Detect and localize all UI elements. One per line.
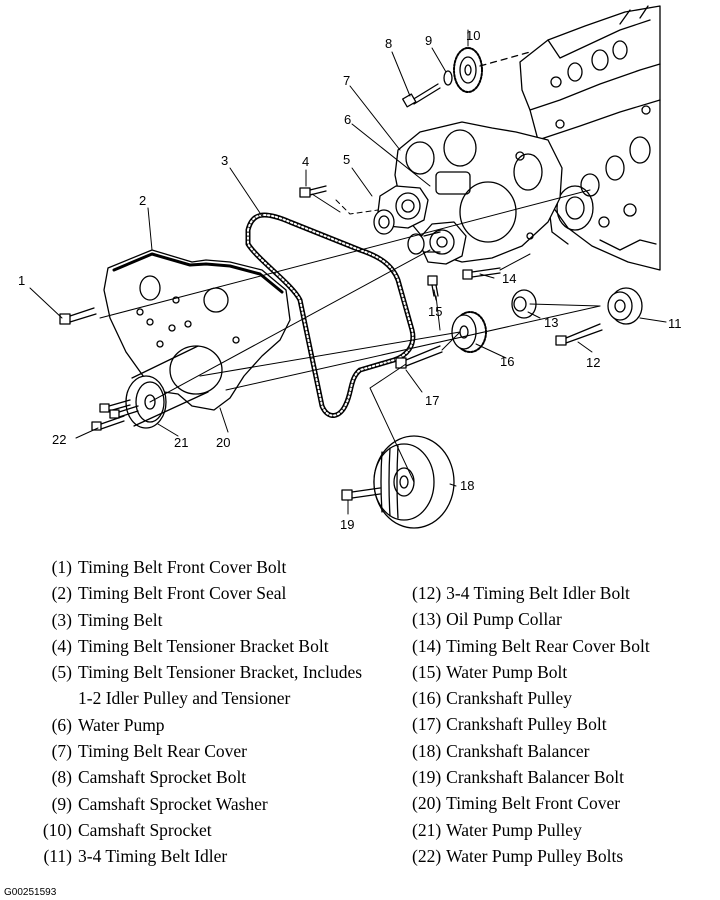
legend-item-1: (1)Timing Belt Front Cover Bolt — [51, 557, 287, 577]
callout-3: 3 — [221, 153, 228, 168]
timing-belt-front-cover — [103, 249, 291, 411]
camshaft-sprocket-bolt — [402, 83, 441, 108]
camshaft-sprocket — [453, 47, 483, 93]
callout-17: 17 — [425, 393, 439, 408]
legend-item-18: (18)Crankshaft Balancer — [412, 740, 590, 761]
legend-item-22: (22)Water Pump Pulley Bolts — [412, 845, 624, 866]
front-cover-bolt-1 — [59, 307, 97, 325]
crankshaft-balancer-bolt-19 — [341, 487, 381, 501]
legend-item-11: (11)3-4 Timing Belt Idler — [43, 846, 228, 867]
water-pump-pulley — [125, 345, 209, 429]
callout-21: 21 — [174, 435, 188, 450]
callout-labels: 1 2 3 4 5 6 7 8 9 10 11 12 13 14 15 16 1… — [18, 28, 682, 532]
exploded-view-diagram: 1 2 3 4 5 6 7 8 9 10 11 12 13 14 15 16 1… — [18, 5, 682, 532]
legend-right-column: (12)3-4 Timing Belt Idler Bolt (13)Oil P… — [412, 580, 650, 869]
callout-12: 12 — [586, 355, 600, 370]
figure-id: G00251593 — [4, 887, 57, 898]
callout-22: 22 — [52, 432, 66, 447]
callout-13: 13 — [544, 315, 558, 330]
callout-5: 5 — [343, 152, 350, 167]
idler-pulley-3-4 — [607, 287, 643, 325]
callout-18: 18 — [460, 478, 474, 493]
legend-item-16: (16)Crankshaft Pulley — [412, 688, 573, 709]
legend-item-5: (5)Timing Belt Tensioner Bracket, Includ… — [51, 662, 363, 683]
legend-left-column: (1)Timing Belt Front Cover Bolt (2)Timin… — [32, 554, 362, 870]
legend-item-3: (3)Timing Belt — [51, 609, 163, 630]
legend-item-7: (7)Timing Belt Rear Cover — [51, 741, 248, 762]
legend-item-10: (10)Camshaft Sprocket — [42, 819, 212, 840]
crankshaft-pulley — [451, 311, 487, 353]
legend-item-5-continuation: 1-2 Idler Pulley and Tensioner — [78, 688, 291, 709]
camshaft-sprocket-washer — [443, 70, 453, 86]
camshaft-axis-line — [479, 51, 531, 67]
idler-bolt-12 — [555, 323, 603, 346]
legend-item-20: (20)Timing Belt Front Cover — [412, 793, 621, 814]
legend-item-17: (17)Crankshaft Pulley Bolt — [412, 714, 607, 735]
callout-1: 1 — [18, 273, 25, 288]
callout-7: 7 — [343, 73, 350, 88]
legend-item-21: (21)Water Pump Pulley — [412, 819, 582, 840]
leader-lines — [29, 29, 667, 515]
tensioner-bracket-bolt-4 — [299, 185, 327, 198]
callout-8: 8 — [385, 36, 392, 51]
callout-4: 4 — [302, 154, 309, 169]
legend-item-13: (13)Oil Pump Collar — [412, 609, 562, 630]
water-pump-bolt-15 — [427, 275, 439, 297]
legend-item-19: (19)Crankshaft Balancer Bolt — [412, 767, 625, 788]
callout-6: 6 — [344, 112, 351, 127]
legend-item-8: (8)Camshaft Sprocket Bolt — [51, 767, 247, 788]
callout-2: 2 — [139, 193, 146, 208]
legend-item-12: (12)3-4 Timing Belt Idler Bolt — [412, 583, 630, 603]
callout-14: 14 — [502, 271, 516, 286]
legend-item-6: (6)Water Pump — [51, 714, 165, 735]
callout-9: 9 — [425, 33, 432, 48]
water-pump — [407, 221, 467, 265]
callout-19: 19 — [340, 517, 354, 532]
legend-item-2: (2)Timing Belt Front Cover Seal — [51, 583, 287, 604]
callout-10: 10 — [466, 28, 480, 43]
legend-item-15: (15)Water Pump Bolt — [412, 661, 568, 682]
oil-pump-collar — [511, 289, 537, 319]
callout-15: 15 — [428, 304, 442, 319]
callout-16: 16 — [500, 354, 514, 369]
legend-item-9: (9)Camshaft Sprocket Washer — [51, 793, 268, 814]
legend-item-14: (14)Timing Belt Rear Cover Bolt — [412, 635, 650, 656]
callout-20: 20 — [216, 435, 230, 450]
callout-11: 11 — [668, 316, 682, 331]
rear-cover-bolt-14 — [462, 267, 501, 280]
assembly-lines — [99, 189, 601, 483]
crankshaft-pulley-bolt-17 — [395, 345, 443, 369]
water-pump-pulley-bolts-22 — [91, 399, 139, 431]
legend-item-4: (4)Timing Belt Tensioner Bracket Bolt — [51, 635, 329, 656]
tensioner-bracket — [373, 185, 429, 235]
